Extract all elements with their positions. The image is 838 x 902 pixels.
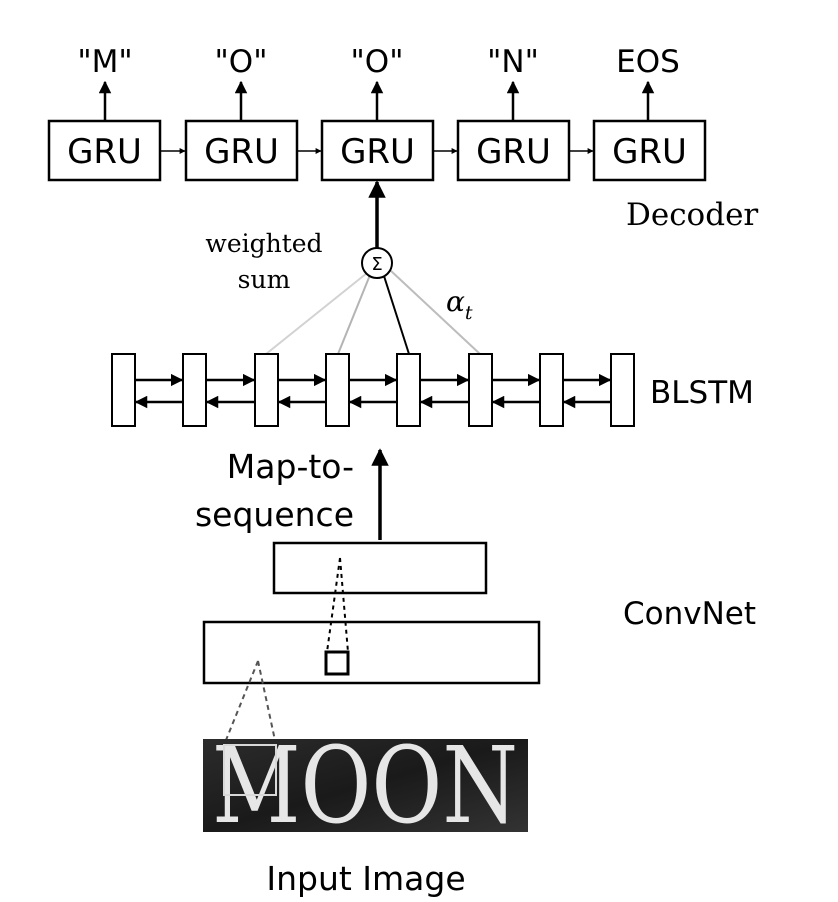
gru-label-5: GRU (612, 132, 687, 172)
decoder-output-3: "O" (351, 44, 404, 80)
weighted-sum-label-line2: sum (238, 265, 291, 294)
blstm-cell-6 (468, 353, 493, 427)
attention: Σ weighted sum αt (205, 180, 481, 355)
gru-label-1: GRU (67, 132, 142, 172)
receptive-dash-bottom-left (223, 660, 259, 746)
weighted-sum-label-line1: weighted (205, 229, 322, 258)
sum-node (361, 247, 393, 279)
gru-label-4: GRU (476, 132, 551, 172)
alpha-t-label: αt (446, 285, 473, 324)
gru-label-3: GRU (340, 132, 415, 172)
sum-symbol: Σ (371, 254, 382, 275)
decoder-output-4: "N" (487, 44, 539, 80)
decoder: "M" "O" "O" "N" EOS GRU GRU GRU GRU GRU … (47, 44, 758, 233)
gru-cell-5 (592, 119, 707, 182)
convnet: ConvNet (202, 541, 756, 685)
blstm-label: BLSTM (650, 375, 754, 411)
attention-line-2 (337, 274, 371, 355)
blstm-cell-5 (396, 353, 421, 427)
receptive-field-input (223, 744, 277, 796)
decoder-output-1: "M" (77, 44, 132, 80)
gru-label-2: GRU (204, 132, 279, 172)
decoder-label: Decoder (626, 197, 758, 233)
blstm-cell-4 (325, 353, 350, 427)
blstm-cell-7 (539, 353, 564, 427)
map-to-sequence: Map-to- sequence (195, 447, 389, 540)
input-image-background (203, 739, 528, 832)
input-image-label: Input Image (266, 859, 465, 898)
conv-feature-map-top (272, 541, 488, 595)
blstm-cell-1 (111, 353, 136, 427)
attention-line-1 (265, 272, 368, 355)
decoder-output-eos: EOS (616, 44, 680, 80)
blstm-cell-2 (182, 353, 207, 427)
convnet-label: ConvNet (623, 596, 756, 632)
attention-line-4 (389, 269, 481, 355)
receptive-field-small (324, 650, 350, 676)
map-to-sequence-label-line2: sequence (195, 495, 354, 534)
conv-feature-map-bottom (202, 620, 541, 685)
map-to-sequence-label-line1: Map-to- (227, 447, 354, 486)
blstm-cell-3 (254, 353, 279, 427)
decoder-output-2: "O" (215, 44, 268, 80)
input-image: MOON Input Image (203, 660, 528, 898)
gru-cell-3 (320, 119, 435, 182)
attention-line-3 (383, 275, 410, 355)
blstm: BLSTM (111, 353, 754, 427)
blstm-cell-8 (610, 353, 635, 427)
input-image-word: MOON (212, 724, 518, 847)
